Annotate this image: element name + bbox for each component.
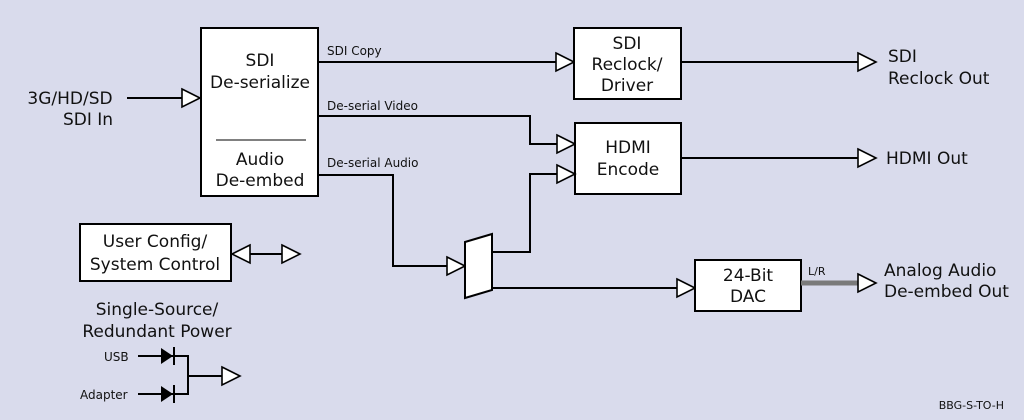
- audio-deembed-label-line2: De-embed: [216, 171, 305, 191]
- deserialize-label-line2: De-serialize: [210, 73, 310, 93]
- audio-mux: [464, 232, 493, 300]
- sdi-in-label-line1: 3G/HD/SD: [27, 89, 112, 109]
- hdmi-out-label: HDMI Out: [886, 149, 968, 169]
- hdmi-encode-label-line2: Encode: [597, 160, 660, 180]
- reclock-block: [573, 27, 682, 100]
- deserial-video-label: De-serial Video: [327, 99, 418, 113]
- adapter-diode-icon: [161, 386, 173, 402]
- hdmi-encode-label-line1: HDMI: [605, 138, 651, 158]
- power-out-arrow-icon: [221, 365, 242, 387]
- sdi-in-arrow-icon: [181, 87, 202, 109]
- sdi-reclock-out-line1: SDI: [888, 47, 917, 67]
- analog-audio-out-line2: De-embed Out: [884, 282, 1009, 302]
- analog-out-arrow-icon: [857, 272, 878, 294]
- sdi-in-label-line2: SDI In: [63, 110, 113, 130]
- user-config-label-line2: System Control: [90, 255, 220, 275]
- usb-diode-icon: [161, 348, 173, 364]
- reclock-label-line1: SDI: [613, 34, 642, 54]
- deserial-audio-arrow-icon: [446, 255, 467, 277]
- adapter-label: Adapter: [80, 388, 128, 402]
- deserial-video-wire: [318, 115, 557, 145]
- user-config-block: [79, 223, 232, 282]
- sdi-copy-arrow-icon: [555, 51, 576, 73]
- dac-label-line2: DAC: [730, 287, 766, 307]
- deserial-video-arrow-icon: [556, 133, 577, 155]
- sdi-reclock-out-line2: Reclock Out: [888, 69, 990, 89]
- analog-audio-out-line1: Analog Audio: [884, 261, 996, 281]
- power-title-line2: Redundant Power: [82, 322, 231, 342]
- reclock-label-line2: Reclock/: [592, 55, 663, 75]
- usb-label: USB: [104, 350, 129, 364]
- diagram-code: BBG-S-TO-H: [939, 399, 1004, 412]
- deserialize-block: [200, 27, 319, 197]
- mux-to-hdmi-arrow-icon: [556, 163, 577, 185]
- reclock-label-line3: Driver: [601, 76, 653, 96]
- bidir-arrow-right-icon: [281, 243, 302, 265]
- sdi-copy-label: SDI Copy: [327, 44, 382, 58]
- hdmi-encode-block: [574, 122, 682, 195]
- deserial-audio-wire: [318, 174, 447, 267]
- reclock-out-arrow-icon: [857, 51, 878, 73]
- deserialize-label-line1: SDI: [246, 51, 275, 71]
- mux-to-dac-arrow-icon: [676, 277, 697, 299]
- power-title-line1: Single-Source/: [96, 300, 219, 320]
- deserial-audio-label: De-serial Audio: [327, 156, 418, 170]
- lr-label: L/R: [808, 265, 826, 278]
- hdmi-out-arrow-icon: [857, 147, 878, 169]
- user-config-label-line1: User Config/: [103, 232, 208, 252]
- mux-to-hdmi-wire: [492, 173, 557, 253]
- bidir-arrow-left-icon: [230, 243, 251, 265]
- dac-label-line1: 24-Bit: [723, 266, 774, 286]
- audio-deembed-label-line1: Audio: [236, 150, 284, 170]
